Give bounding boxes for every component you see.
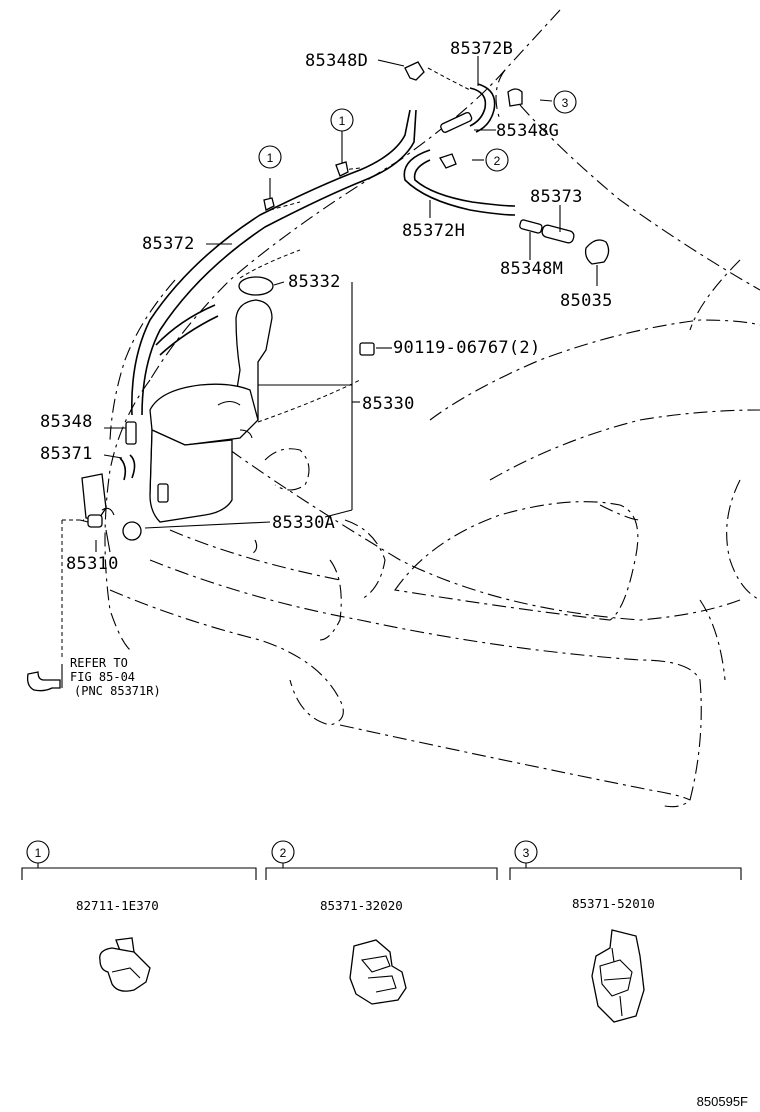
- legend-2-part-number: 85371-32020: [320, 898, 403, 913]
- label-85348M: 85348M: [500, 259, 563, 279]
- connectors: [119, 61, 610, 541]
- callout-1b: 1: [339, 114, 346, 128]
- legend-1-number: 1: [35, 846, 42, 860]
- legend-3-number: 3: [523, 846, 530, 860]
- callout-1a: 1: [267, 151, 274, 165]
- vehicle-body-outline: [104, 9, 760, 808]
- label-85348: 85348: [40, 412, 93, 432]
- label-85371: 85371: [40, 444, 93, 464]
- reference-note-line2: FIG 85-04: [70, 670, 135, 684]
- reference-note-line3: (PNC 85371R): [74, 684, 161, 698]
- legend: 1 82711-1E370 2 85371-32020 3 85371-5201…: [21, 840, 742, 1023]
- washer-hoses: [131, 83, 575, 416]
- clip-parts: [263, 88, 523, 211]
- label-85310: 85310: [66, 554, 119, 574]
- washer-tank: [79, 299, 273, 528]
- hose-bracket-icon: [591, 929, 645, 1023]
- reference-note-line1: REFER TO: [70, 656, 128, 670]
- leader-lines: [61, 56, 598, 660]
- legend-2-number: 2: [280, 846, 287, 860]
- label-85035: 85035: [560, 291, 613, 311]
- label-85332: 85332: [288, 272, 341, 292]
- callout-3: 3: [562, 96, 569, 110]
- label-85330A: 85330A: [272, 513, 335, 533]
- label-85372B: 85372B: [450, 39, 513, 59]
- label-85348G: 85348G: [496, 121, 559, 141]
- label-90119: 90119-06767(2): [393, 338, 541, 358]
- wire-clip-icon: [99, 937, 151, 992]
- callout-circles: 1 1 2 3: [258, 90, 577, 172]
- legend-1-part-number: 82711-1E370: [76, 898, 159, 913]
- figure-code: 850595F: [697, 1094, 748, 1109]
- label-85373: 85373: [530, 187, 583, 207]
- reference-note: REFER TO FIG 85-04 (PNC 85371R): [26, 656, 161, 698]
- label-85372: 85372: [142, 234, 195, 254]
- label-85348D: 85348D: [305, 51, 368, 71]
- callout-2: 2: [494, 154, 501, 168]
- label-85372H: 85372H: [402, 221, 465, 241]
- label-85330: 85330: [362, 394, 415, 414]
- hose-clamp-icon: [349, 939, 407, 1005]
- part-labels: 85348D 85372B 85348G 85373 85372H 85348M…: [40, 39, 613, 574]
- legend-3-part-number: 85371-52010: [572, 896, 655, 911]
